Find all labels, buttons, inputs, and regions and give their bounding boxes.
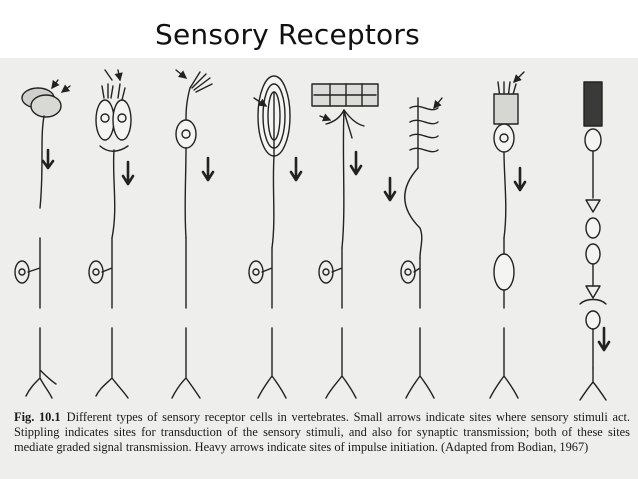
receptor-5 <box>312 84 395 248</box>
receptor-7 <box>494 72 525 238</box>
receptor-6 <box>405 98 442 258</box>
receptor-3 <box>176 70 213 238</box>
figure-label: Fig. 10.1 <box>14 410 61 424</box>
receptor-8 <box>580 82 609 368</box>
receptor-2 <box>96 70 133 238</box>
terminal-row <box>26 328 606 400</box>
soma-row <box>15 238 514 308</box>
slide-title: Sensory Receptors <box>155 18 420 51</box>
receptor-1 <box>22 80 70 208</box>
figure-caption-text: Different types of sensory receptor cell… <box>14 410 630 454</box>
receptor-diagram <box>0 58 638 408</box>
receptor-4 <box>254 76 301 248</box>
